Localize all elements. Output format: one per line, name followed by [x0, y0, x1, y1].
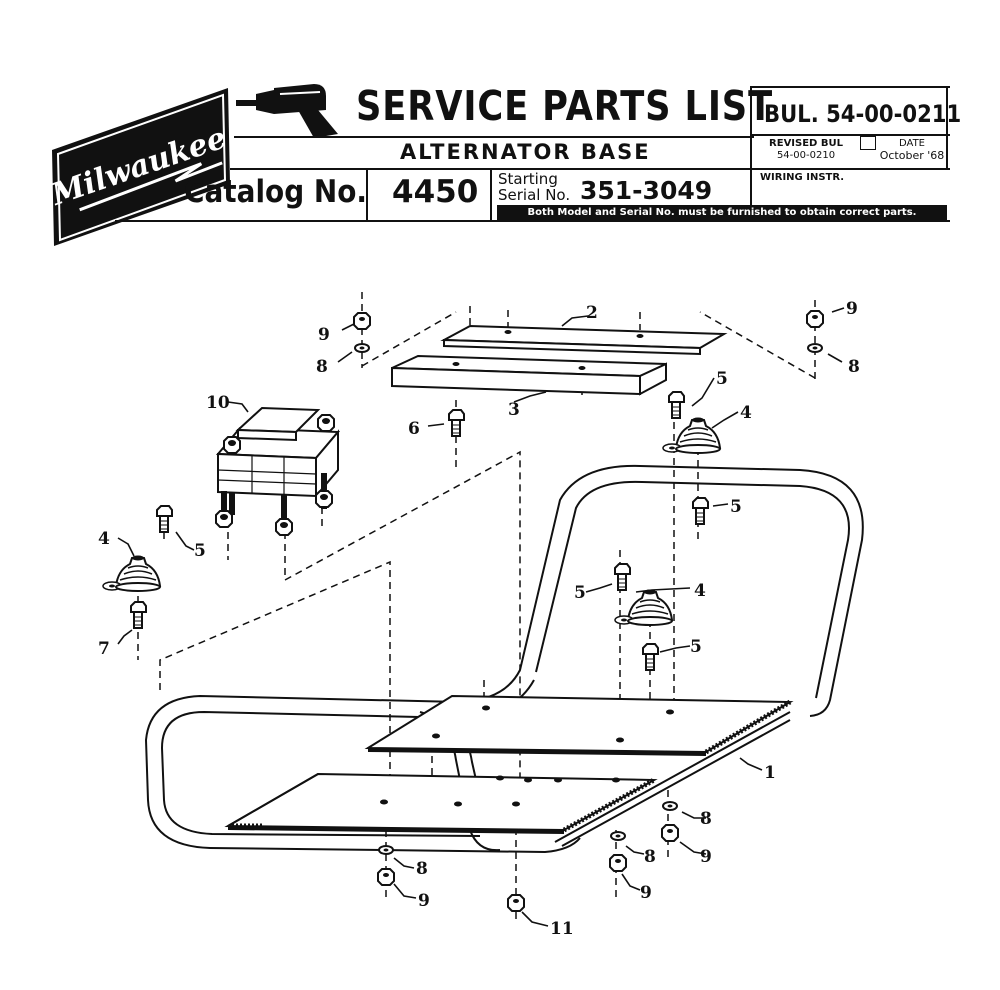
- callout-8: 8: [644, 847, 656, 867]
- callout-11: 11: [550, 919, 574, 939]
- wiring-label: WIRING INSTR.: [760, 172, 845, 183]
- header-divider: [946, 86, 948, 168]
- callout-5: 5: [716, 369, 728, 389]
- revised-bulletin: REVISED BUL 54-00-0210: [756, 138, 856, 162]
- catalog-number: 4450: [392, 174, 479, 210]
- header-divider: [490, 168, 492, 220]
- callout-2: 2: [586, 303, 598, 323]
- drill-illustration: [234, 80, 352, 140]
- page-subtitle: ALTERNATOR BASE: [400, 140, 651, 164]
- callout-5: 5: [690, 637, 702, 657]
- callout-5: 5: [730, 497, 742, 517]
- callout-7: 7: [98, 639, 110, 659]
- alternator: [215, 406, 341, 536]
- callout-5: 5: [194, 541, 206, 561]
- base-plate-front: [224, 772, 658, 834]
- callout-3: 3: [508, 400, 520, 420]
- base-plate-rear: [364, 694, 794, 756]
- notice-banner: Both Model and Serial No. must be furnis…: [497, 205, 947, 220]
- catalog-label: Catalog No.: [184, 174, 368, 210]
- callout-8: 8: [316, 357, 328, 377]
- header-rule: [750, 168, 950, 170]
- header-rule: [234, 136, 754, 138]
- callout-1: 1: [764, 763, 776, 783]
- serial-number: 351-3049: [580, 176, 713, 205]
- header-rule: [115, 220, 950, 222]
- header-rule: [750, 86, 950, 88]
- header-rule: [750, 134, 950, 136]
- revised-value: 54-00-0210: [776, 150, 836, 161]
- revised-label: REVISED BUL: [769, 138, 843, 149]
- callout-9: 9: [640, 883, 652, 903]
- milwaukee-logo: Milwaukee: [46, 84, 234, 250]
- callout-6: 6: [408, 419, 420, 439]
- callout-numbers: 1 2 3 4 4 4 5 5 5 5 5 6 7 8 8 8 8 8 9 9 …: [98, 299, 860, 939]
- date-label: DATE: [898, 138, 925, 149]
- callout-9: 9: [846, 299, 858, 319]
- date-block: DATE October '68: [872, 138, 952, 162]
- leader-lines: [117, 307, 845, 927]
- header-divider: [366, 168, 368, 220]
- top-rail: [440, 324, 728, 356]
- mounting-holes: [380, 705, 674, 807]
- serial-label: Serial No.: [498, 186, 571, 204]
- serial-caption: Starting Serial No.: [498, 171, 570, 203]
- page-title: SERVICE PARTS LIST: [356, 82, 773, 130]
- date-value: October '68: [879, 149, 945, 162]
- callout-9: 9: [700, 847, 712, 867]
- callout-4: 4: [694, 581, 706, 601]
- starting-label: Starting: [498, 170, 558, 188]
- date-checkbox: [860, 136, 876, 150]
- callout-9: 9: [318, 325, 330, 345]
- bulletin-number: BUL. 54-00-0211: [764, 100, 962, 128]
- callout-4: 4: [740, 403, 752, 423]
- callout-10: 10: [206, 393, 230, 413]
- callout-4: 4: [98, 529, 110, 549]
- callout-8: 8: [700, 809, 712, 829]
- bottom-rail: [391, 354, 667, 396]
- callout-8: 8: [416, 859, 428, 879]
- callout-5: 5: [574, 583, 586, 603]
- header-divider: [750, 86, 752, 222]
- exploded-diagram: 1 2 3 4 4 4 5 5 5 5 5 6 7 8 8 8 8 8 9 9 …: [98, 292, 864, 939]
- callout-8: 8: [848, 357, 860, 377]
- callout-9: 9: [418, 891, 430, 911]
